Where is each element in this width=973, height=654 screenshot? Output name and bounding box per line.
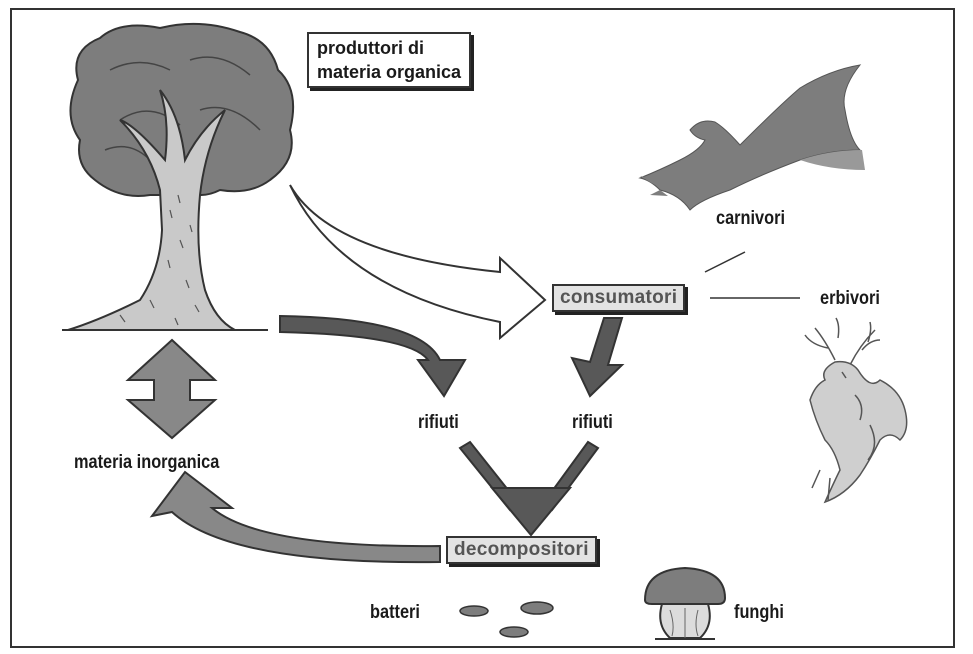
waste-right-label: rifiuti <box>572 412 613 434</box>
mushroom-icon <box>645 568 725 639</box>
waste-left-label: rifiuti <box>418 412 459 434</box>
carnivores-connector <box>705 252 745 272</box>
producers-title: produttori di materia organica <box>307 32 471 88</box>
producers-title-line1: produttori di <box>317 36 461 60</box>
consumers-to-waste-arrow <box>572 318 622 396</box>
double-arrow-icon <box>128 340 215 438</box>
bacteria-label: batteri <box>370 602 420 624</box>
eagle-icon <box>640 65 860 210</box>
inorganic-matter-label: materia inorganica <box>74 452 219 474</box>
bacteria-icon <box>460 602 553 637</box>
consumers-node: consumatori <box>552 284 685 312</box>
tree-to-waste-arrow <box>280 316 465 396</box>
decomposers-to-inorganic-arrow <box>152 472 440 562</box>
carnivores-label: carnivori <box>716 208 785 230</box>
decomposers-node: decompositori <box>446 536 597 564</box>
producers-to-consumers-arrow <box>290 185 545 338</box>
fungi-label: funghi <box>734 602 784 624</box>
producers-title-line2: materia organica <box>317 60 461 84</box>
tree-icon <box>62 24 293 330</box>
herbivores-label: erbivori <box>820 288 880 310</box>
deer-icon <box>805 318 907 502</box>
decomposers-arrowhead <box>492 488 570 535</box>
